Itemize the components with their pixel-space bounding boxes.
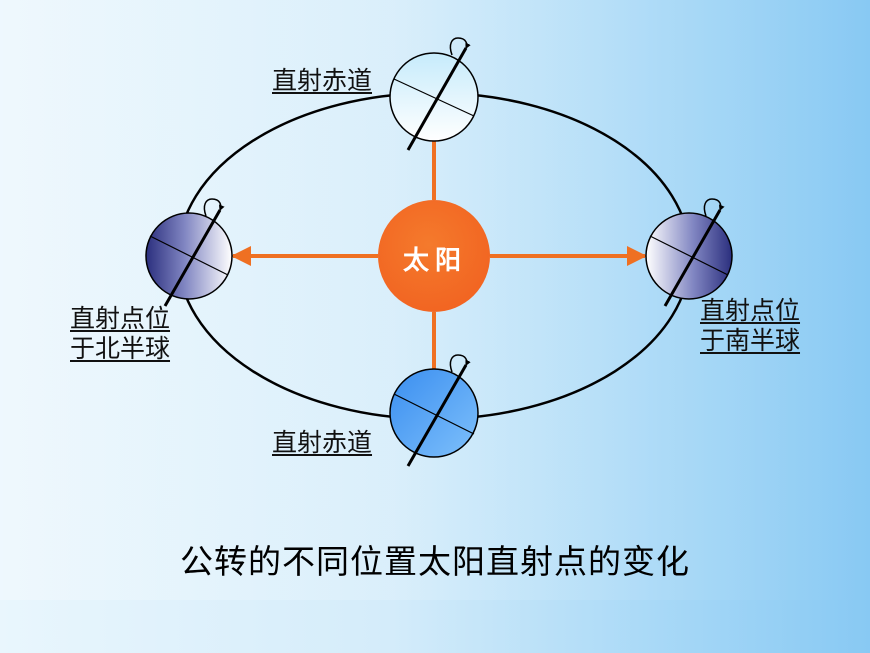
label-top-text: 直射赤道 [272, 66, 373, 95]
sun-disc [378, 200, 490, 312]
label-left: 直射点位 于北半球 [70, 304, 170, 364]
earth-left [145, 198, 233, 307]
label-right-line1: 直射点位 [700, 296, 801, 325]
slide-caption: 公转的不同位置太阳直射点的变化 [180, 542, 690, 581]
label-top: 直射赤道 [272, 66, 372, 96]
label-bottom-text: 直射赤道 [272, 428, 373, 457]
label-right-line2: 于南半球 [700, 326, 801, 355]
earth-top [389, 37, 479, 151]
label-right: 直射点位 于南半球 [700, 296, 800, 356]
earth-bottom [389, 354, 479, 467]
earth-right [645, 198, 733, 307]
label-left-line1: 直射点位 [70, 304, 171, 333]
label-bottom: 直射赤道 [272, 428, 372, 458]
label-left-line2: 于北半球 [70, 334, 171, 363]
sun-label: 太阳 [402, 246, 467, 276]
